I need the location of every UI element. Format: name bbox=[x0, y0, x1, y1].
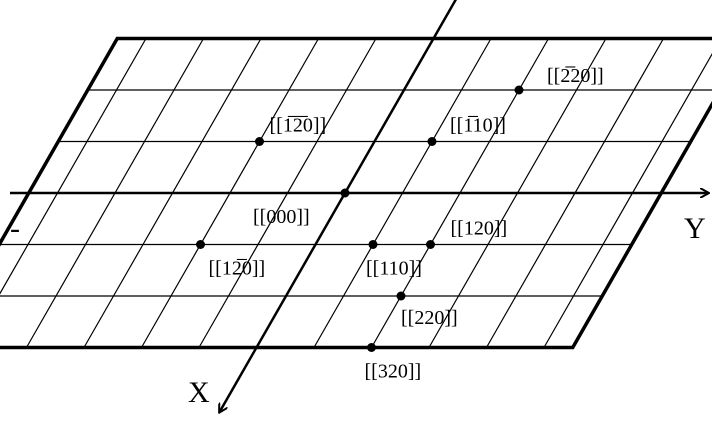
lattice-point bbox=[427, 137, 437, 146]
lattice-point bbox=[368, 240, 378, 249]
point-label: [[2̅20]] bbox=[547, 65, 604, 87]
lattice-boundary bbox=[0, 36, 712, 350]
y-axis-label: Y bbox=[684, 212, 706, 245]
lattice-point bbox=[196, 240, 205, 249]
lattice-points bbox=[196, 85, 524, 352]
lattice-point bbox=[396, 291, 406, 301]
point-label: [[320]] bbox=[365, 361, 422, 383]
lattice-point bbox=[367, 343, 376, 352]
point-labels: [[000]] [[110]] [[120]] [[220]] [[320]] [[1̅1… bbox=[209, 65, 604, 383]
x-axis-line bbox=[220, 0, 457, 412]
axes bbox=[10, 0, 708, 412]
point-label: [[1̅10]] bbox=[450, 115, 506, 137]
point-label: [[000]] bbox=[253, 206, 310, 228]
point-label: [[220]] bbox=[401, 307, 458, 329]
point-label: [[120]] bbox=[451, 218, 508, 240]
lattice-point bbox=[514, 85, 524, 95]
point-label: [[12̅0]] bbox=[209, 258, 266, 280]
lattice-point bbox=[255, 137, 264, 146]
x-axis-label: X bbox=[188, 376, 210, 409]
minus-label: - bbox=[10, 212, 20, 245]
point-label: [[1̅2̅0]] bbox=[270, 115, 327, 137]
lattice-point bbox=[426, 240, 435, 249]
point-label: [[110]] bbox=[366, 258, 422, 280]
lattice-point bbox=[340, 188, 350, 198]
